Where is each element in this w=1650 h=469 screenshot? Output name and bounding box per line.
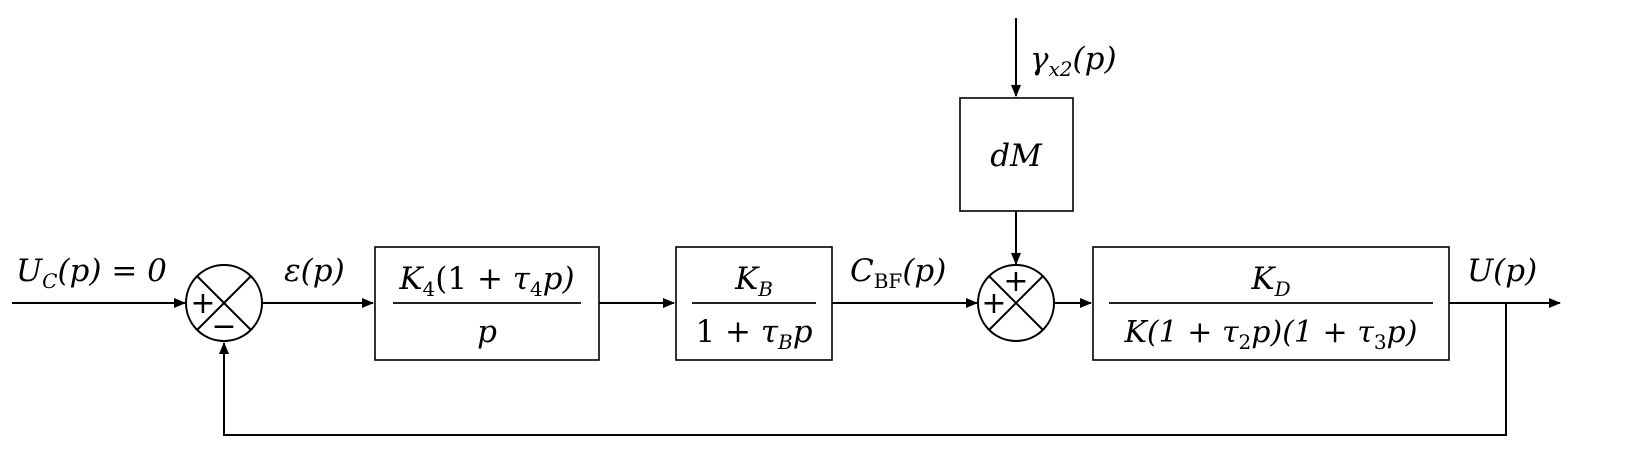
disturbance-signal-label: γx2(p) <box>1030 41 1117 81</box>
summing-junction-2: + + <box>977 264 1055 342</box>
corrector-block: K4(1 + τ4p) p <box>374 246 600 361</box>
error-signal-label: ε(p) <box>284 253 345 289</box>
corrector-denominator: p <box>477 314 497 350</box>
sum2-left-plus-sign: + <box>981 286 1006 321</box>
filter-numerator: KB <box>734 261 773 301</box>
sum1-minus-sign: − <box>211 309 236 344</box>
filter-denominator: 1 + τBp <box>695 314 812 354</box>
plant-denominator: K(1 + τ2p)(1 + τ3p) <box>1124 315 1418 354</box>
filter-block: KB 1 + τBp <box>675 246 833 361</box>
corrector-numerator: K4(1 + τ4p) <box>398 261 574 301</box>
disturbance-gain-block: dM <box>959 97 1074 212</box>
summing-junction-1: + − <box>185 264 263 344</box>
disturbance-gain-label: dM <box>990 138 1043 174</box>
sum1-plus-sign: + <box>190 286 215 321</box>
input-signal-label: UC(p) = 0 <box>16 253 167 293</box>
intermediate-signal-label: CBF(p) <box>850 253 946 293</box>
plant-numerator: KD <box>1250 261 1290 301</box>
plant-block: KD K(1 + τ2p)(1 + τ3p) <box>1092 246 1450 361</box>
sum2-top-plus-sign: + <box>1003 264 1028 299</box>
feedback-wire <box>219 303 1507 436</box>
output-signal-label: U(p) <box>1467 253 1537 289</box>
